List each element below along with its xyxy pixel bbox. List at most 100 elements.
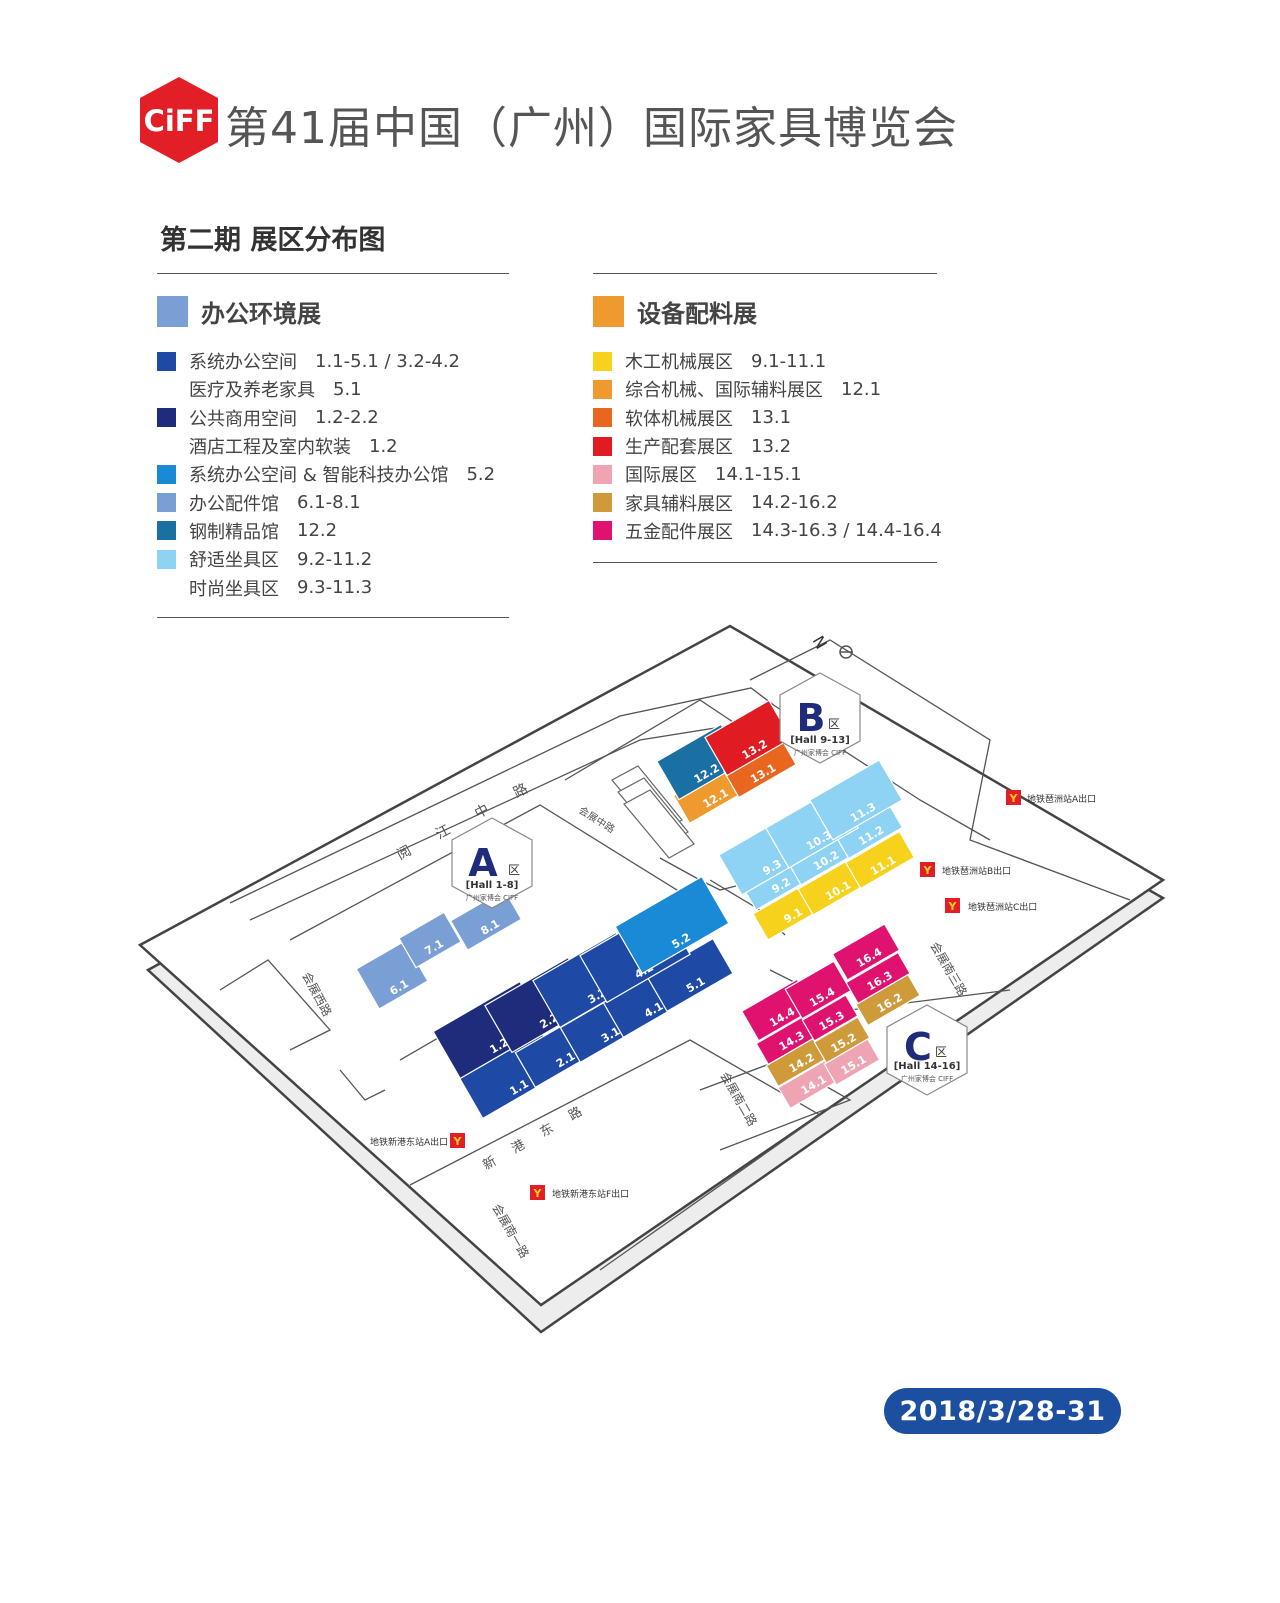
hall-block: 15.4 [784,960,852,1020]
divider [157,617,509,618]
legend-item: 木工机械展区 9.1-11.1 [593,347,942,375]
hall-shape [449,888,523,952]
svg-text:Y: Y [948,900,958,913]
legend-swatch [593,351,612,371]
zone-suffix: 区 [828,717,840,731]
legend-item-name: 医疗及养老家具 [189,380,315,402]
metro-exit: Y 地铁琶洲站C出口 [945,898,1037,913]
hall-shape [813,1016,871,1064]
legend-item-halls: 9.2-11.2 [297,548,373,570]
hall-shape [845,951,911,1005]
metro-icon [945,898,960,913]
legend-swatch [593,436,612,456]
hall-block: 5.2 [614,875,730,975]
metro-exit: Y 地铁琶洲站B出口 [920,862,1011,877]
legend-swatch [157,578,176,597]
hall-block: 7.1 [398,911,462,969]
legend-section-office: 办公环境展 [157,294,321,329]
legend-item-name: 综合机械、国际辅料展区 [625,380,823,402]
hall-block: 11.1 [844,830,916,890]
zone-suffix: 区 [935,1045,947,1059]
ciff-logo: CiFF [140,77,218,163]
zone-letter: A [468,841,498,885]
hall-shape [831,923,901,981]
zone-badge-b: B 区 [Hall 9-13] 广州家博会 CIFF [779,672,861,764]
legend-item-halls: 5.2 [466,463,496,485]
svg-text:Y: Y [453,1135,463,1148]
hall-block: 16.2 [855,973,921,1027]
hall-block: 8.1 [449,888,523,952]
legend-item-name: 钢制精品馆 [189,521,279,543]
legend-item: 酒店工程及室内软装 1.2 [157,432,495,460]
legend-section-equipment: 设备配料展 [593,294,757,329]
zone-badge-c: C 区 [Hall 14-16] 广州家博会 CIFF [886,1004,968,1096]
legend-item: 舒适坐具区 9.2-11.2 [157,545,495,573]
zone-org: 广州家博会 CIFF [794,748,846,757]
legend-item-halls: 9.1-11.1 [751,350,827,372]
legend-swatch [157,408,176,428]
legend-item-name: 软体机械展区 [625,408,733,430]
legend-swatch [157,493,176,513]
legend-swatch [157,464,176,484]
divider [593,273,937,274]
zone-suffix: 区 [508,863,520,877]
legend-swatch [593,521,612,541]
page-subtitle: 第二期 展区分布图 [160,225,386,256]
legend-section-title: 设备配料展 [637,300,757,328]
metro-exit-label: 地铁琶洲站A出口 [1027,793,1096,805]
zone-halls: [Hall 9-13] [790,735,850,746]
metro-exit: 地铁新港东站A出口 Y [370,1133,465,1148]
legend-item-halls: 6.1-8.1 [297,492,361,514]
metro-icon [1006,790,1021,805]
legend-item-name: 家具辅料展区 [625,493,733,515]
legend-swatch [593,408,612,428]
legend-section-title: 办公环境展 [201,300,321,328]
zone-halls: [Hall 14-16] [894,1061,961,1072]
legend-item-name: 生产配套展区 [625,437,733,459]
legend-item-halls: 1.2-2.2 [315,407,379,429]
legend-swatch [157,549,176,569]
metro-exit-label: 地铁琶洲站B出口 [942,865,1011,877]
legend-item-halls: 14.2-16.2 [751,492,838,514]
divider [157,273,509,274]
legend-swatch [593,493,612,513]
legend-swatch [157,351,176,371]
legend-item-name: 时尚坐具区 [189,578,279,600]
zone-badge-a: A 区 [Hall 1-8] 广州家博会 CIFF [451,817,533,909]
hall-block: 15.3 [801,994,859,1042]
metro-icon [920,862,935,877]
metro-exit-label: 地铁琶洲站C出口 [968,901,1037,913]
venue-map: 6.17.18.11.12.13.14.15.11.22.23.24.25.29… [137,624,1166,1334]
legend-section-swatch [593,296,624,327]
legend-item-name: 公共商用空间 [189,408,297,430]
svg-text:Y: Y [923,864,933,877]
legend-item-halls: 12.2 [297,520,338,542]
legend-item-halls: 14.1-15.1 [715,463,802,485]
legend-swatch [593,464,612,484]
hall-blocks: 6.17.18.11.12.13.14.15.11.22.23.24.25.29… [355,699,921,1120]
zone-org: 广州家博会 CIFF [466,893,518,902]
legend-item-name: 酒店工程及室内软装 [189,437,351,459]
legend-item-name: 办公配件馆 [189,493,279,515]
hall-block: 13.1 [723,737,797,799]
legend-item-halls: 14.3-16.3 / 14.4-16.4 [751,520,942,542]
hall-shape [398,911,462,969]
legend-item-name: 木工机械展区 [625,352,733,374]
zone-letter: B [797,696,826,740]
zone-org: 广州家博会 CIFF [901,1074,953,1083]
legend-item: 系统办公空间 1.1-5.1 / 3.2-4.2 [157,347,495,375]
legend-item-name: 系统办公空间 [189,352,297,374]
legend-swatch [157,380,176,399]
svg-text:Y: Y [1009,792,1019,805]
legend-item-name: 舒适坐具区 [189,550,279,572]
legend-item-halls: 1.2 [369,435,398,457]
legend-item: 家具辅料展区 14.2-16.2 [593,488,942,516]
legend-item-halls: 1.1-5.1 / 3.2-4.2 [315,350,461,372]
